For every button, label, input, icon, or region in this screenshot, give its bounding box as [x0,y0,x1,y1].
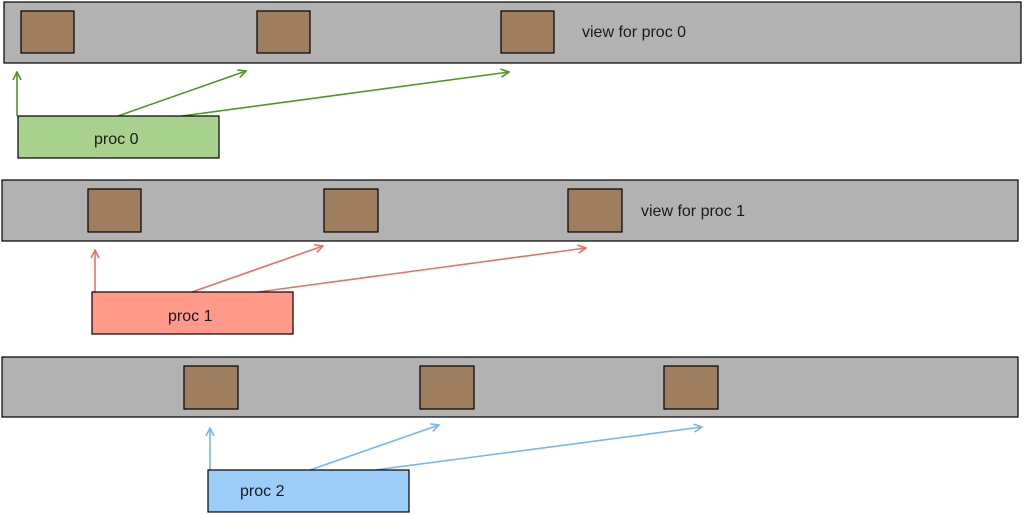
view-band-proc-2 [1,356,1019,418]
view-block [323,188,379,233]
view-block [256,10,311,54]
proc-label-1: proc 1 [168,308,213,325]
view-block [500,10,555,54]
view-label-proc-1: view for proc 1 [641,203,745,220]
row-proc-1: view for proc 1 proc 1 [1,179,1019,335]
view-label-proc-0: view for proc 0 [582,24,686,41]
view-band-proc-1 [1,179,1019,242]
view-block [567,188,623,233]
proc-box-2 [207,469,410,513]
proc-box-1 [91,291,294,335]
arrow-to-block-3 [257,248,586,293]
proc-label-2: proc 2 [240,483,285,500]
row-proc-0: view for proc 0 proc 0 [3,1,1022,159]
view-block [87,188,142,233]
view-block [183,365,239,410]
arrow-to-block-3 [374,427,702,471]
arrow-to-block-3 [181,72,509,117]
proc-label-0: proc 0 [94,131,139,148]
arrow-to-block-2 [309,425,439,471]
view-block [663,365,719,410]
proc-box-0 [17,115,220,159]
arrow-to-block-2 [117,71,246,117]
row-proc-2: proc 2 [1,356,1019,513]
view-block [419,365,475,410]
arrow-to-block-2 [191,246,323,293]
view-block [20,10,75,54]
